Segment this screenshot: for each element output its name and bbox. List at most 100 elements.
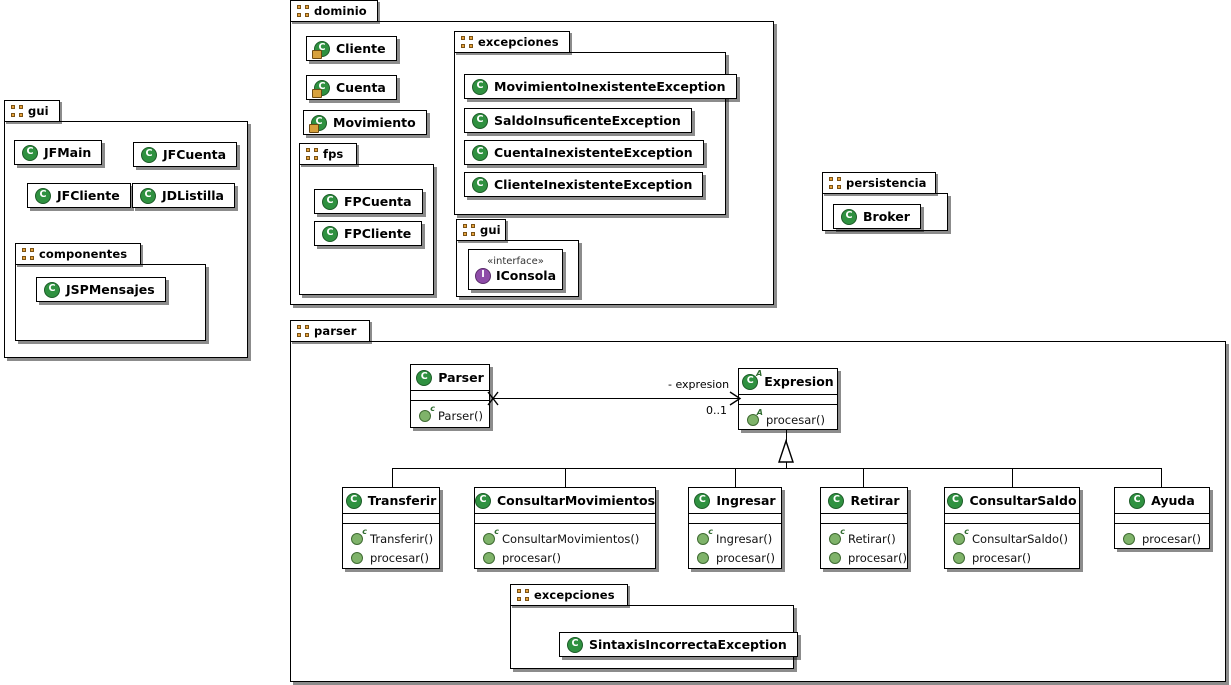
method-icon [953,551,965,564]
package-parser-tab[interactable]: parser [290,320,370,342]
package-parser-excepciones-tab[interactable]: excepciones [510,584,628,606]
operation-name: Transferir() [370,531,434,546]
operation-row[interactable]: procesar() [829,548,907,567]
class-expresion-header: A Expresion [739,369,837,395]
package-parser-excepciones-label: excepciones [534,588,615,602]
method-icon [1123,532,1135,545]
class-consultarsaldo[interactable]: ConsultarSaldo c ConsultarSaldo() proces… [944,487,1080,569]
operation-row[interactable]: procesar() [483,548,649,567]
operation-row[interactable]: procesar() [351,548,433,567]
class-icon [472,78,488,95]
class-retirar-header: Retirar [821,488,907,514]
class-clienteinexistenteexception[interactable]: ClienteInexistenteException [464,172,704,197]
class-consultarmovimientos[interactable]: ConsultarMovimientos c ConsultarMovimien… [474,487,656,569]
operation-row[interactable]: c ConsultarSaldo() [953,527,1073,548]
operation-row[interactable]: c ConsultarMovimientos() [483,527,649,548]
class-icon [44,281,60,298]
package-dominio-gui-tab[interactable]: gui [456,219,506,241]
class-consultarsaldo-operations: c ConsultarSaldo() procesar() [945,524,1079,572]
class-icon-protected [312,79,330,98]
class-cliente[interactable]: Cliente [306,36,397,61]
package-dominio-excepciones-tab[interactable]: excepciones [454,31,570,53]
interface-iconsola[interactable]: «interface» IConsola [468,249,563,290]
package-icon [463,224,475,236]
class-parser-attributes [411,391,489,401]
class-name: JFCliente [57,188,120,203]
package-dominio-tab[interactable]: dominio [290,0,378,22]
class-transferir[interactable]: Transferir c Transferir() procesar() [342,487,440,569]
operation-row[interactable]: procesar() [697,548,775,567]
method-icon [829,551,841,564]
operation-name: Ingresar() [716,531,773,546]
package-fps-label: fps [323,147,344,161]
class-name: ConsultarMovimientos [497,493,656,508]
class-name: SaldoInsuficenteException [494,113,681,128]
class-fpcuenta[interactable]: FPCuenta [314,189,423,214]
package-fps-tab[interactable]: fps [299,143,357,165]
operation-name: procesar() [972,550,1031,565]
interface-icon [474,267,491,284]
operation-row[interactable]: c Parser() [419,404,483,425]
operation-row[interactable]: c Ingresar() [697,527,775,548]
generalization-drop-ayuda [1161,468,1163,490]
class-ayuda-operations: procesar() [1115,524,1209,553]
class-movimientoinexistenteexception[interactable]: MovimientoInexistenteException [464,74,737,99]
class-expresion-operations: A procesar() [739,405,837,434]
class-sintaxisincorrectaexception[interactable]: SintaxisIncorrectaException [559,632,798,657]
package-componentes-label: componentes [39,247,128,261]
package-persistencia-tab[interactable]: persistencia [822,172,936,194]
class-icon [472,112,488,129]
class-jdlistilla[interactable]: JDListilla [132,183,235,208]
class-name: Cuenta [336,80,386,95]
class-jspmensajes[interactable]: JSPMensajes [36,277,166,302]
class-name: ClienteInexistenteException [494,177,693,192]
class-ingresar-operations: c Ingresar() procesar() [689,524,781,572]
class-saldoinsuficenteexception[interactable]: SaldoInsuficenteException [464,108,692,133]
operation-row[interactable]: c Retirar() [829,527,901,548]
constructor-icon: c [829,527,845,545]
class-broker[interactable]: Broker [833,204,921,229]
class-icon [828,492,845,509]
class-parser[interactable]: Parser c Parser() [410,364,490,428]
package-icon [22,248,34,260]
class-retirar-operations: c Retirar() procesar() [821,524,907,572]
class-jfcuenta[interactable]: JFCuenta [133,142,238,167]
class-name: Ingresar [716,493,776,508]
class-ayuda-header: Ayuda [1115,488,1209,514]
class-movimiento[interactable]: Movimiento [303,110,427,135]
class-ayuda-attributes [1115,514,1209,524]
package-componentes-tab[interactable]: componentes [15,243,141,265]
class-ayuda[interactable]: Ayuda procesar() [1114,487,1210,549]
class-ingresar[interactable]: Ingresar c Ingresar() procesar() [688,487,782,569]
package-dominio-label: dominio [314,4,367,18]
operation-row[interactable]: A procesar() [747,408,831,429]
package-gui-tab[interactable]: gui [4,100,60,122]
package-persistencia-label: persistencia [846,176,927,190]
class-icon-protected [309,114,327,133]
class-fpcliente[interactable]: FPCliente [314,221,423,246]
class-icon [841,208,857,225]
class-jfmain[interactable]: JFMain [14,140,103,165]
class-icon [472,144,488,161]
operation-name: ConsultarMovimientos() [502,531,640,546]
operation-row[interactable]: procesar() [1123,529,1203,548]
package-icon [297,325,309,337]
class-cuenta[interactable]: Cuenta [306,75,397,100]
operation-row[interactable]: procesar() [953,548,1073,567]
class-expresion[interactable]: A Expresion A procesar() [738,368,838,430]
operation-name: procesar() [848,550,907,565]
class-name: Parser [438,370,484,385]
class-retirar[interactable]: Retirar c Retirar() procesar() [820,487,908,569]
operation-row[interactable]: c Transferir() [351,527,434,548]
class-icon [472,176,488,193]
class-parser-header: Parser [411,365,489,391]
class-icon [947,492,964,509]
class-jfcliente[interactable]: JFCliente [27,183,131,208]
class-cuentainexistenteexception[interactable]: CuentaInexistenteException [464,140,704,165]
operation-name: procesar() [370,550,429,565]
method-icon [351,551,363,564]
class-consultarmovimientos-header: ConsultarMovimientos [475,488,655,514]
class-icon [567,636,583,653]
association-multiplicity-label: 0..1 [706,404,727,417]
class-icon-abstract: A [742,369,762,390]
